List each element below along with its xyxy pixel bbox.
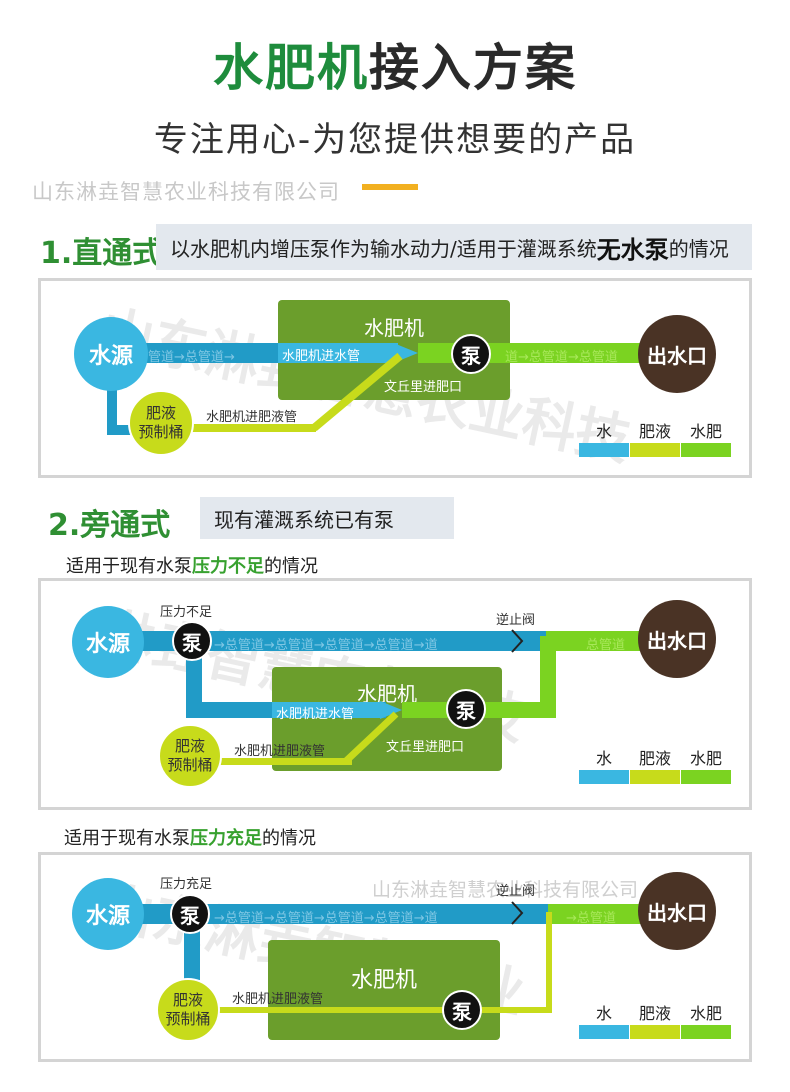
pump-node: 泵 xyxy=(451,334,491,374)
check-valve-label: 逆止阀 xyxy=(496,884,536,899)
legend-water-label: 水 xyxy=(595,422,612,441)
inlet-pipe-label: 水肥机进水管 xyxy=(276,707,355,722)
bypass-pipe-down xyxy=(186,650,202,718)
fert-tank-node: 肥液预制桶 xyxy=(158,724,222,788)
legend-fert-label: 肥液 xyxy=(638,422,671,441)
legend-fert-label: 肥液 xyxy=(638,1004,671,1023)
water-outlet-node: 出水口 xyxy=(638,315,716,393)
section1-title: 1.直通式 xyxy=(40,236,163,271)
legend-fert-swatch xyxy=(630,770,680,784)
legend-mix-swatch xyxy=(681,770,731,784)
pressure-label: 压力充足 xyxy=(160,877,213,892)
main-pipe-mix xyxy=(546,631,646,651)
mix-pipe-label: 总管道 xyxy=(586,638,626,653)
legend-mix-label: 水肥 xyxy=(689,1004,722,1023)
company-watermark: 山东淋垚智慧农业科技有限公司 xyxy=(372,879,639,901)
pressure-label: 压力不足 xyxy=(160,605,213,620)
fert-pipe-h xyxy=(212,758,352,765)
legend-water-swatch xyxy=(579,770,629,784)
legend-fert-swatch xyxy=(630,443,680,457)
fert-tank-node: 肥液预制桶 xyxy=(128,390,194,456)
main-pipe-label-2: 道→总管道→总管道 xyxy=(505,350,618,365)
water-outlet-node: 出水口 xyxy=(638,600,716,678)
mix-riser-pipe xyxy=(540,636,556,718)
machine-pump-node: 泵 xyxy=(446,689,486,729)
main-pipe-mix xyxy=(548,904,646,924)
fert-pipe-label: 水肥机进肥液管 xyxy=(206,410,298,425)
fert-pipe-label: 水肥机进肥液管 xyxy=(232,992,324,1007)
legend-water-swatch xyxy=(579,1025,629,1039)
legend-water-swatch xyxy=(579,443,629,457)
fert-pipe-h xyxy=(218,1007,458,1013)
water-source-node: 水源 xyxy=(72,878,144,950)
legend-mix-swatch xyxy=(681,443,731,457)
mix-return-pipe-h xyxy=(480,1007,550,1013)
page-title: 水肥机接入方案 xyxy=(213,39,577,97)
legend-mix-swatch xyxy=(681,1025,731,1039)
legend-mix-label: 水肥 xyxy=(689,422,722,441)
bypass-pipe-down xyxy=(184,922,200,980)
fert-tank-node: 肥液预制桶 xyxy=(156,978,220,1042)
venturi-label: 文丘里进肥口 xyxy=(384,380,463,395)
fert-pipe-label: 水肥机进肥液管 xyxy=(234,744,326,759)
legend-water-label: 水 xyxy=(595,1004,612,1023)
legend-fert-swatch xyxy=(630,1025,680,1039)
fert-pipe-diagonal xyxy=(311,352,403,432)
water-outlet-node: 出水口 xyxy=(638,872,716,950)
branch-pipe-down xyxy=(107,360,117,434)
fert-pipe-h xyxy=(190,424,316,432)
case-b-note: 适用于现有水泵压力充足的情况 xyxy=(64,828,316,849)
main-pipe-water xyxy=(110,904,550,924)
mix-return-pipe-v xyxy=(546,912,552,1013)
check-valve-icon xyxy=(511,629,524,653)
inlet-pipe xyxy=(278,343,398,363)
venturi-jet xyxy=(380,701,402,719)
main-pipe-label-1: 管道→总管道→ xyxy=(148,350,235,365)
legend-water-label: 水 xyxy=(595,749,612,768)
system-pump-node: 泵 xyxy=(170,894,210,934)
check-valve-label: 逆止阀 xyxy=(496,613,536,628)
check-valve-icon xyxy=(511,901,524,925)
company-watermark: 山东淋垚智慧农业科技有限公司 xyxy=(32,180,340,204)
main-pipe-labels: →总管道→总管道→总管道→总管道→道 xyxy=(214,911,438,926)
main-pipe-water xyxy=(110,631,550,651)
branch-pipe-to-tank xyxy=(107,425,147,435)
fert-machine-label: 水肥机 xyxy=(364,316,424,340)
case-a-note: 适用于现有水泵压力不足的情况 xyxy=(66,556,318,577)
water-source-node: 水源 xyxy=(74,317,148,391)
inlet-pipe xyxy=(272,702,382,718)
mix-pipe-label: →总管道 xyxy=(566,911,616,926)
water-source-node: 水源 xyxy=(72,606,144,678)
legend-fert-label: 肥液 xyxy=(638,749,671,768)
legend-mix-label: 水肥 xyxy=(689,749,722,768)
page-subtitle: 专注用心-为您提供想要的产品 xyxy=(153,120,637,160)
section1-desc: 以水肥机内增压泵作为输水动力/适用于灌溉系统无水泵的情况 xyxy=(156,224,752,270)
fert-machine-label: 水肥机 xyxy=(350,968,417,993)
main-pipe-labels: →总管道→总管道→总管道→总管道→道 xyxy=(214,638,438,653)
section2-desc: 现有灌溉系统已有泵 xyxy=(200,497,454,539)
fert-pipe-diagonal xyxy=(343,711,399,764)
inlet-pipe-label: 水肥机进水管 xyxy=(282,349,361,364)
system-pump-node: 泵 xyxy=(172,621,212,661)
venturi-label: 文丘里进肥口 xyxy=(386,740,465,755)
section2-title: 2.旁通式 xyxy=(48,508,171,543)
venturi-jet xyxy=(396,344,418,362)
machine-pump-node: 泵 xyxy=(442,990,482,1030)
decorative-bar xyxy=(362,184,418,190)
